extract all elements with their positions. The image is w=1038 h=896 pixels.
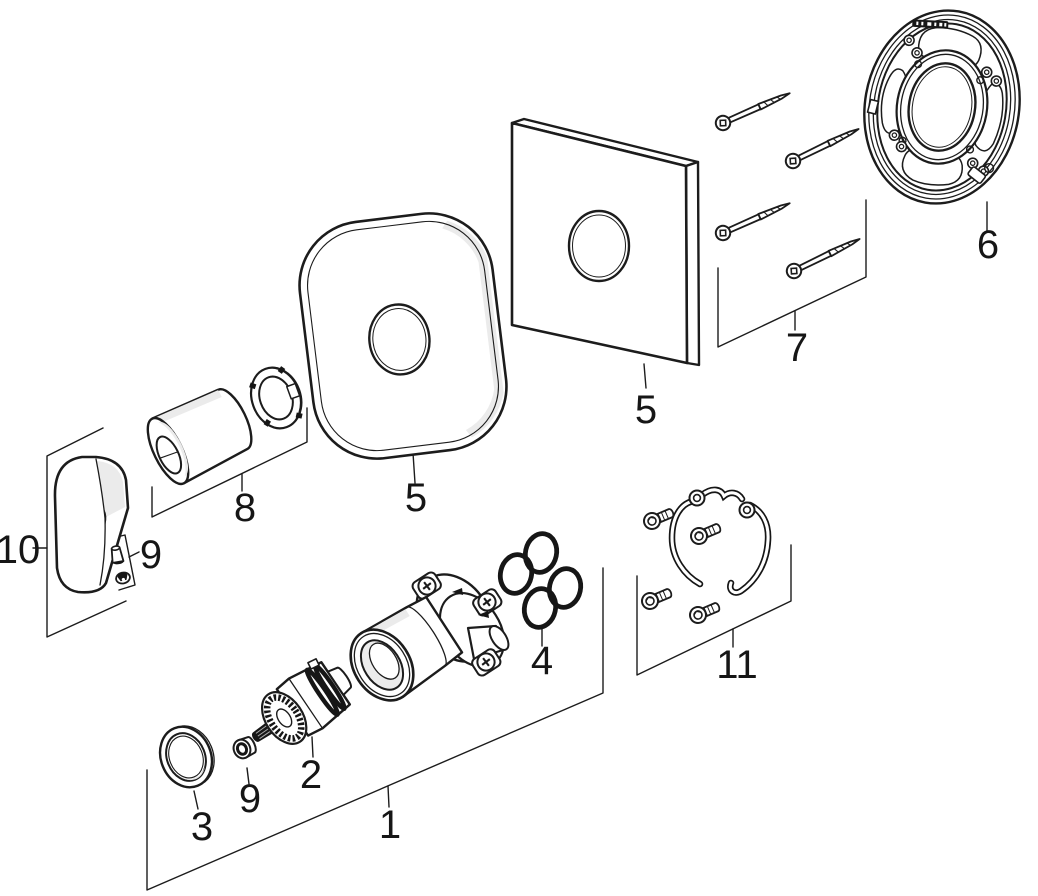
callout-2-label: 2 bbox=[300, 753, 322, 797]
fixing-screws-and-clip-drawing bbox=[638, 486, 772, 627]
plate-embossed-marking bbox=[912, 19, 949, 29]
bracket-10 bbox=[46, 427, 127, 638]
plate-rim-notch bbox=[866, 98, 880, 115]
callout-3-label: 3 bbox=[191, 805, 213, 849]
callout-1-label: 1 bbox=[379, 803, 401, 847]
cartridge-drawing bbox=[251, 657, 353, 745]
mounting-screws-drawing bbox=[712, 85, 864, 282]
callout-11-label: 11 bbox=[716, 643, 758, 687]
escutcheon-soft-square-drawing bbox=[298, 212, 508, 460]
escutcheon-square-drawing bbox=[510, 117, 701, 367]
mounting-ring-drawing bbox=[249, 366, 303, 430]
lever-handle-drawing bbox=[53, 455, 130, 594]
leader-9a bbox=[128, 551, 140, 558]
set-screw-with-plug-drawing bbox=[110, 545, 131, 585]
leader-5b bbox=[643, 363, 647, 389]
callout-6-label: 6 bbox=[977, 223, 999, 267]
cap-nut-drawing bbox=[232, 736, 257, 760]
bracket-1 bbox=[146, 567, 604, 891]
callout-4-label: 4 bbox=[531, 639, 553, 683]
leader-2 bbox=[311, 736, 314, 758]
callout-9a-label: 9 bbox=[140, 533, 162, 577]
bracket-7 bbox=[717, 199, 867, 348]
flow-direction-markings bbox=[452, 588, 489, 618]
callout-10-label: 10 bbox=[0, 528, 40, 572]
valve-body-drawing bbox=[349, 571, 510, 702]
leader-5a bbox=[412, 452, 416, 484]
trim-ring-drawing bbox=[158, 725, 215, 789]
sleeve-drawing bbox=[146, 388, 253, 486]
callout-labels: 1 2 3 4 5 5 6 7 8 9 9 10 11 bbox=[0, 223, 999, 849]
plate-clip-detail bbox=[967, 163, 995, 184]
callout-5b-label: 5 bbox=[635, 388, 657, 432]
leader-3 bbox=[193, 790, 199, 810]
bracket-11 bbox=[636, 544, 792, 676]
callout-9b-label: 9 bbox=[239, 777, 261, 821]
leader-9b bbox=[246, 767, 250, 785]
callout-5a-label: 5 bbox=[405, 476, 427, 520]
bracket-8 bbox=[151, 407, 308, 518]
callout-brackets bbox=[32, 199, 988, 891]
callout-7-label: 7 bbox=[786, 326, 808, 370]
callout-8-label: 8 bbox=[234, 486, 256, 530]
carrier-plate-drawing bbox=[863, 9, 1021, 205]
leader-1 bbox=[387, 785, 390, 808]
o-ring-set-drawing bbox=[497, 531, 584, 631]
